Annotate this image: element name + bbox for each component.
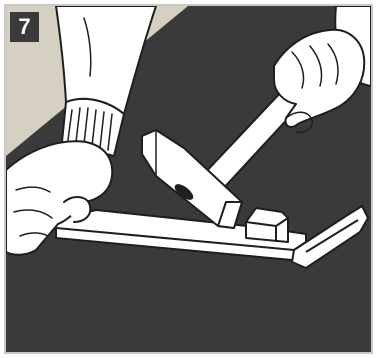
step-illustration-frame: 7 [4, 4, 373, 354]
step-number-badge: 7 [10, 12, 39, 42]
hammer-striking-bracket-icon [6, 6, 371, 352]
